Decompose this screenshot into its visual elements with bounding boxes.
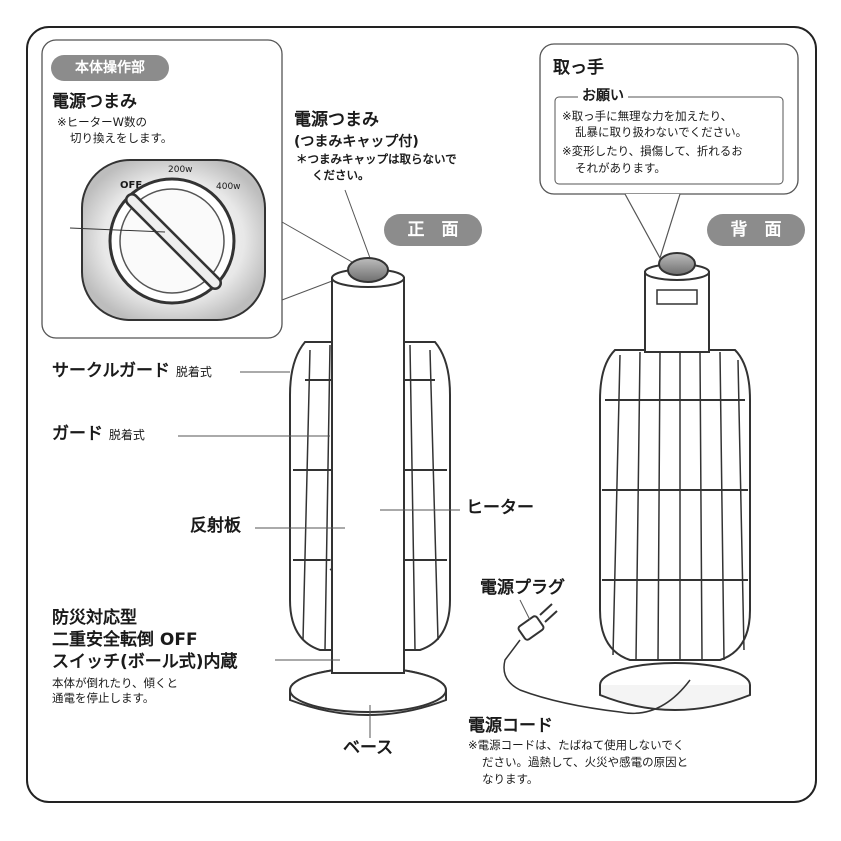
safety-line-3: スイッチ(ボール式)内蔵: [52, 652, 238, 672]
handle-note-1: ※取っ手に無理な力を加えたり、: [562, 109, 733, 123]
back-heater-illustration: [503, 252, 751, 715]
dial-illustration: [69, 159, 266, 321]
dial-off-label: OFF: [120, 180, 143, 191]
handle-note-4: それがあります。: [575, 161, 666, 175]
knob-callout-note-1: ＊つまみキャップは取らないで: [296, 152, 457, 166]
cord-note-3: なります。: [482, 772, 539, 786]
cord-label: 電源コード: [468, 716, 553, 736]
handle-panel-pointer: [624, 193, 681, 260]
dial-200w-label: 200w: [168, 165, 193, 175]
knob-callout-note-2: ください。: [312, 168, 370, 182]
front-view-badge: 正 面: [384, 214, 482, 246]
cord-note-1: ※電源コードは、たばねて使用しないでく: [468, 738, 685, 752]
request-box-title: お願い: [578, 88, 628, 105]
knob-panel-note-2: 切り換えをします。: [70, 131, 173, 145]
guard-text: ガード: [52, 424, 103, 444]
knob-callout-leader: [344, 189, 371, 259]
handle-note-3: ※変形したり、損傷して、折れるお: [562, 144, 743, 158]
notice-box: [554, 96, 784, 185]
back-view-badge: 背 面: [707, 214, 805, 246]
base-label: ベース: [343, 738, 394, 758]
reflector-label: 反射板: [190, 516, 241, 536]
knob-panel-note-1: ※ヒーターW数の: [57, 115, 148, 129]
heater-label: ヒーター: [466, 498, 534, 518]
knob-panel-title: 電源つまみ: [52, 92, 137, 112]
circle-guard-label: サークルガード 脱着式: [52, 361, 212, 381]
safety-line-2: 二重安全転倒 OFF: [52, 630, 198, 650]
operation-section-badge: 本体操作部: [51, 55, 169, 81]
safety-note-1: 本体が倒れたり、傾くと: [52, 676, 179, 690]
plug-illustration: [517, 603, 558, 641]
cord-note-2: ださい。過熱して、火災や感電の原因と: [482, 755, 689, 769]
safety-line-1: 防災対応型: [52, 608, 137, 628]
knob-callout-title: 電源つまみ: [294, 110, 379, 130]
leader-lines: [178, 371, 531, 738]
circle-guard-text: サークルガード: [52, 361, 170, 381]
knob-callout-subtitle: (つまみキャップ付): [294, 134, 419, 150]
outer-border: [26, 26, 817, 803]
circle-guard-note: 脱着式: [175, 365, 212, 379]
guard-label: ガード 脱着式: [52, 424, 145, 444]
handle-title: 取っ手: [553, 58, 604, 78]
plug-label: 電源プラグ: [480, 578, 565, 598]
zoom-line-upper: [281, 221, 353, 263]
guard-note: 脱着式: [108, 428, 145, 442]
safety-note-2: 通電を停止します。: [52, 691, 155, 705]
handle-note-2: 乱暴に取り扱わないでください。: [575, 125, 748, 139]
dial-400w-label: 400w: [216, 182, 241, 192]
front-heater-illustration: [289, 257, 451, 716]
